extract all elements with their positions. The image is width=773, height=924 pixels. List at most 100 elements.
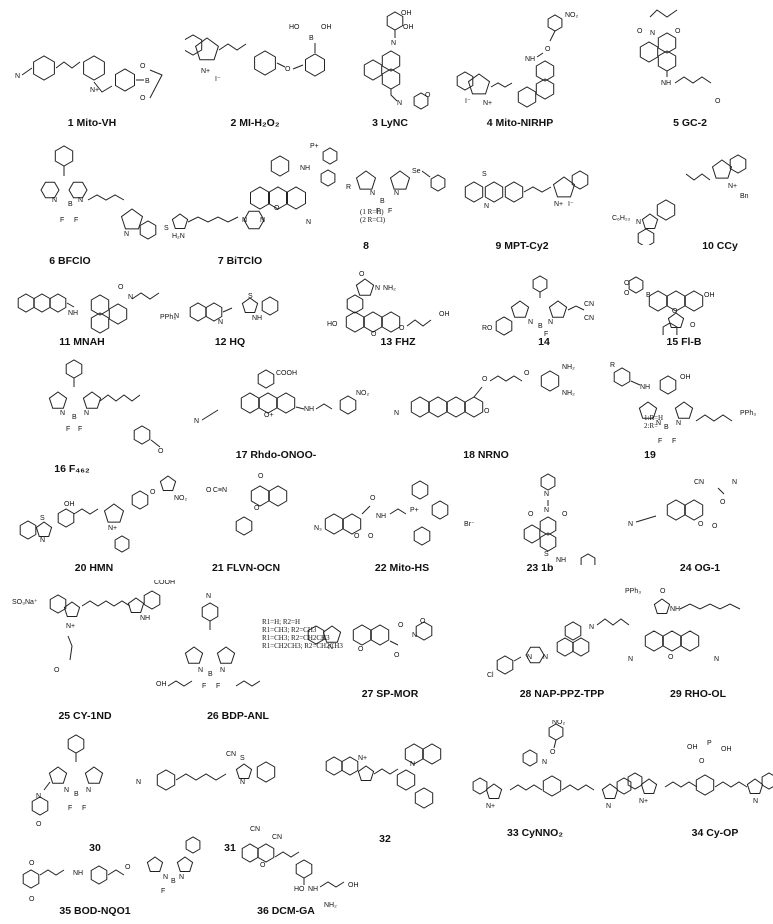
substituent-line: R1=CH2CH3; R2=CH2CH3	[262, 642, 343, 650]
atom-label: N	[60, 410, 65, 417]
structure-drawing-21: O C≡NOO	[206, 473, 288, 536]
atom-label: O	[370, 495, 376, 502]
atom-label: OH	[439, 311, 450, 318]
ring	[286, 186, 306, 210]
ring	[540, 473, 556, 491]
ring	[572, 637, 590, 657]
atom-label: O	[545, 46, 551, 53]
compound-caption-35: 35 BOD-NQO1	[59, 905, 130, 917]
bond	[695, 414, 733, 422]
atom-label: N+	[639, 798, 648, 805]
ring	[680, 630, 700, 652]
compound-name: CCy	[716, 240, 738, 252]
atom-label: N	[544, 491, 549, 498]
atom-label: F	[78, 426, 82, 433]
compound-name: HMN	[89, 562, 114, 574]
ring	[261, 296, 279, 316]
compound-caption-25: 25 CY-1ND	[58, 710, 111, 722]
ring	[342, 513, 362, 535]
compound-name: GC-2	[681, 117, 707, 129]
atom-label: P+	[410, 507, 419, 514]
ring	[171, 213, 189, 229]
atom-label: N	[394, 190, 399, 197]
atom-label: O	[524, 370, 530, 377]
atom-label: N	[589, 624, 594, 631]
atom-label: N+	[554, 201, 563, 208]
bond	[523, 186, 552, 193]
ring	[83, 55, 105, 81]
ring	[656, 199, 676, 221]
ring	[325, 756, 343, 776]
bond	[717, 487, 725, 495]
atom-label: Se	[412, 168, 421, 175]
ring	[667, 312, 685, 328]
compound-number: 19	[644, 449, 656, 461]
atom-label: N	[128, 294, 133, 301]
ring	[258, 392, 278, 414]
compound-name: NAP-PPZ-TPP	[534, 688, 605, 700]
ring	[184, 646, 204, 664]
bond	[55, 61, 81, 69]
atom-label: O	[254, 505, 260, 512]
compound-number: 1	[67, 117, 74, 129]
atom-label: OH	[704, 292, 715, 299]
atom-label: N	[40, 537, 45, 544]
ring	[295, 859, 313, 879]
compound-number: 24	[679, 562, 692, 574]
bond	[319, 881, 345, 888]
compound-caption-4: 4 Mito-NIRHP	[487, 117, 554, 129]
ring	[341, 756, 359, 776]
atom-label: N+	[728, 183, 737, 190]
ring	[90, 312, 110, 334]
bond	[630, 380, 641, 386]
atom-label: O	[158, 448, 164, 455]
atom-label: NH	[140, 615, 150, 622]
atom-label: R	[346, 184, 351, 191]
atom-label: COOH	[276, 370, 297, 377]
bond	[149, 69, 163, 99]
bond	[21, 67, 33, 76]
ring	[324, 513, 344, 535]
atom-label: Br⁻	[464, 521, 475, 528]
atom-label: NH	[304, 406, 314, 413]
substituent-line: R1=H; R2=H	[262, 618, 301, 626]
bond	[489, 375, 523, 382]
structure-skeleton	[307, 621, 433, 646]
compound-number: 30	[89, 842, 101, 854]
ring	[637, 228, 655, 245]
compound-name: MPT-Cy2	[504, 240, 549, 252]
bond	[649, 9, 678, 18]
structure-skeleton	[156, 761, 276, 791]
structure-skeleton	[325, 743, 442, 809]
atom-label: S	[544, 551, 549, 558]
structure-skeleton	[472, 723, 632, 799]
compound-name: BiTClO	[226, 255, 263, 267]
ring	[268, 186, 288, 210]
atom-label: O	[690, 322, 696, 329]
compound-number: 16	[54, 463, 66, 475]
atom-label: B	[72, 414, 77, 421]
ring	[495, 316, 513, 336]
compound-name: CY-1ND	[73, 710, 112, 722]
atom-label: N	[86, 787, 91, 794]
ring	[523, 524, 541, 544]
atom-label: N	[650, 30, 655, 37]
atom-label: B	[74, 791, 79, 798]
atom-label: O	[637, 28, 643, 35]
atom-label: O	[125, 864, 131, 871]
atom-label: F	[388, 208, 392, 215]
ring	[657, 50, 677, 72]
compound-number: 13	[380, 336, 393, 348]
atom-label: PPh₃	[160, 314, 176, 321]
bond	[685, 173, 711, 181]
